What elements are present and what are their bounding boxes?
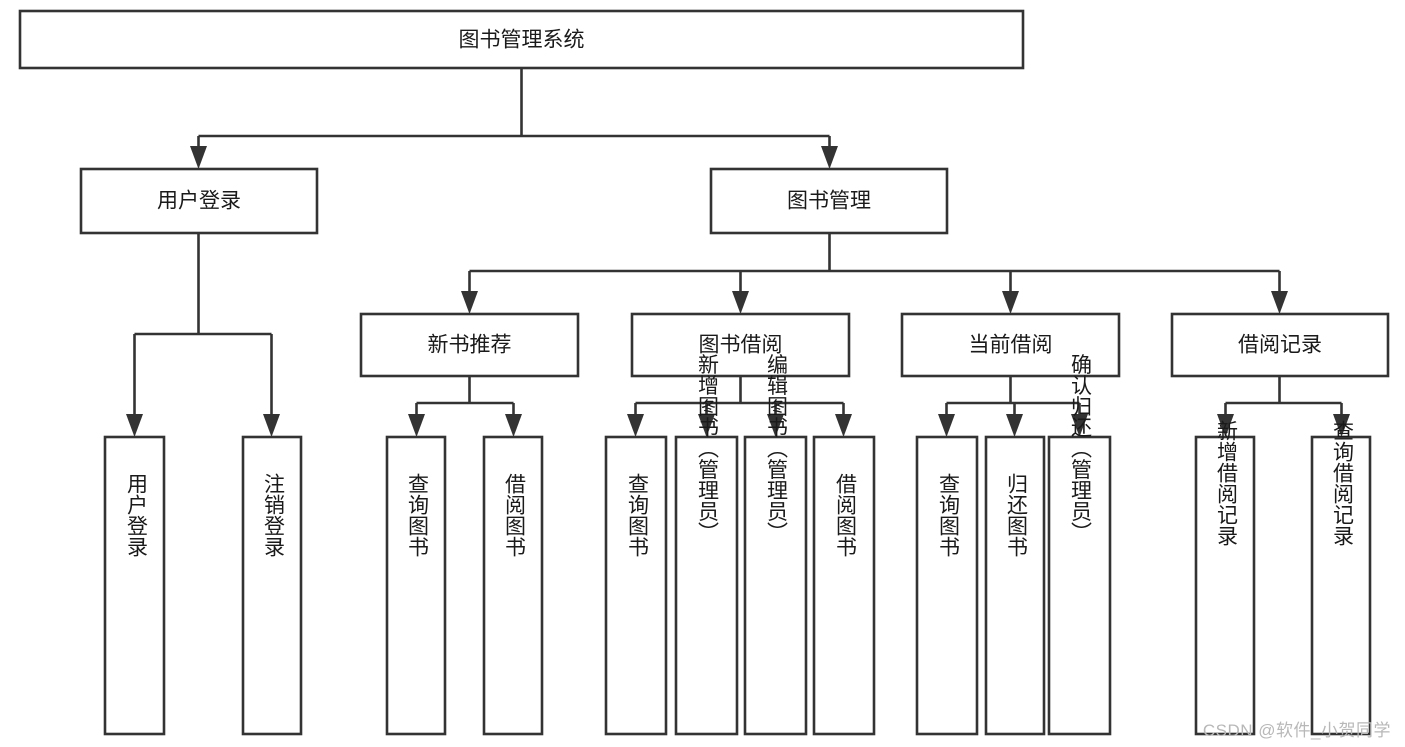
- node-leaf-query-book-recommend[interactable]: 查询图书: [385, 435, 447, 736]
- node-leaf-add-book-label: 新增图书（管理员）: [695, 354, 719, 543]
- node-book-borrow-label: 图书借阅: [699, 334, 783, 357]
- node-book-management-label: 图书管理: [787, 190, 871, 213]
- node-root-label: 图书管理系统: [459, 29, 585, 52]
- node-root[interactable]: 图书管理系统: [18, 9, 1025, 70]
- node-leaf-add-borrow-record-box[interactable]: [1194, 435, 1256, 736]
- node-leaf-query-book-recommend-label: 查询图书: [405, 473, 429, 557]
- node-leaf-confirm-return[interactable]: 确认归还（管理员）: [1047, 354, 1112, 736]
- node-leaf-add-borrow-record-label: 新增借阅记录: [1214, 420, 1238, 546]
- node-leaf-logout-box[interactable]: [241, 435, 303, 736]
- node-leaf-borrow-book-recommend-box[interactable]: [482, 435, 544, 736]
- connectors-group: [126, 68, 1350, 437]
- node-root-box[interactable]: [18, 9, 1025, 70]
- arrow-head-leaf-confirm-return: [1071, 414, 1088, 437]
- node-leaf-query-borrow-record-box[interactable]: [1310, 435, 1372, 736]
- arrow-head-leaf-borrow-book-recommend: [505, 414, 522, 437]
- node-leaf-query-book-recommend-box[interactable]: [385, 435, 447, 736]
- node-leaf-query-book-borrow-box[interactable]: [604, 435, 668, 736]
- node-book-borrow[interactable]: 图书借阅: [630, 312, 851, 378]
- node-leaf-logout-label: 注销登录: [261, 473, 285, 557]
- arrow-head-leaf-query-book-borrow: [627, 414, 644, 437]
- node-leaf-borrow-book-recommend[interactable]: 借阅图书: [482, 435, 544, 736]
- node-leaf-return-book-label: 归还图书: [1004, 473, 1028, 557]
- node-leaf-user-login-box[interactable]: [103, 435, 166, 736]
- node-leaf-user-login[interactable]: 用户登录: [103, 435, 166, 736]
- node-user-login-box[interactable]: [79, 167, 319, 235]
- node-leaf-edit-book[interactable]: 编辑图书（管理员）: [743, 354, 808, 736]
- node-leaf-query-book-borrow-label: 查询图书: [625, 473, 649, 557]
- node-leaf-add-book[interactable]: 新增图书（管理员）: [674, 354, 739, 736]
- node-leaf-add-borrow-record[interactable]: 新增借阅记录: [1194, 420, 1256, 736]
- arrow-head-leaf-query-book-recommend: [408, 414, 425, 437]
- arrow-head-leaf-query-book-current: [938, 414, 955, 437]
- node-current-borrow-label: 当前借阅: [969, 334, 1053, 357]
- node-borrow-record-label: 借阅记录: [1238, 334, 1322, 357]
- node-current-borrow-box[interactable]: [900, 312, 1121, 378]
- node-leaf-query-book-current[interactable]: 查询图书: [915, 435, 979, 736]
- node-leaf-query-book-current-box[interactable]: [915, 435, 979, 736]
- node-leaf-borrow-book-recommend-label: 借阅图书: [502, 473, 526, 557]
- arrow-head-leaf-query-borrow-record: [1333, 414, 1350, 437]
- arrow-head-leaf-user-login: [126, 414, 143, 437]
- node-current-borrow[interactable]: 当前借阅: [900, 312, 1121, 378]
- node-leaf-add-book-box[interactable]: [674, 435, 739, 736]
- node-leaf-query-borrow-record-label: 查询借阅记录: [1330, 420, 1354, 546]
- arrow-head-leaf-return-book: [1006, 414, 1023, 437]
- node-leaf-borrow-book[interactable]: 借阅图书: [812, 435, 876, 736]
- arrow-head-new-book-recommend: [461, 291, 478, 314]
- node-leaf-query-book-borrow[interactable]: 查询图书: [604, 435, 668, 736]
- node-leaf-user-login-label: 用户登录: [124, 473, 148, 557]
- node-leaf-confirm-return-label: 确认归还（管理员）: [1068, 354, 1092, 543]
- node-leaf-borrow-book-box[interactable]: [812, 435, 876, 736]
- node-borrow-record-box[interactable]: [1170, 312, 1390, 378]
- arrow-head-current-borrow: [1002, 291, 1019, 314]
- node-user-login[interactable]: 用户登录: [79, 167, 319, 235]
- node-leaf-return-book-box[interactable]: [984, 435, 1046, 736]
- arrow-head-leaf-add-borrow-record: [1217, 414, 1234, 437]
- arrow-head-borrow-record: [1271, 291, 1288, 314]
- arrow-head-book-borrow: [732, 291, 749, 314]
- node-new-book-recommend[interactable]: 新书推荐: [359, 312, 580, 378]
- node-leaf-return-book[interactable]: 归还图书: [984, 435, 1046, 736]
- arrow-head-leaf-borrow-book: [835, 414, 852, 437]
- node-book-management[interactable]: 图书管理: [709, 167, 949, 235]
- node-leaf-borrow-book-label: 借阅图书: [833, 473, 857, 557]
- node-leaf-query-book-current-label: 查询图书: [936, 473, 960, 557]
- arrow-head-leaf-add-book: [698, 414, 715, 437]
- node-new-book-recommend-box[interactable]: [359, 312, 580, 378]
- node-book-management-box[interactable]: [709, 167, 949, 235]
- node-leaf-edit-book-box[interactable]: [743, 435, 808, 736]
- node-leaf-logout[interactable]: 注销登录: [241, 435, 303, 736]
- node-user-login-label: 用户登录: [157, 190, 241, 213]
- node-book-borrow-box[interactable]: [630, 312, 851, 378]
- csdn-watermark: CSDN @软件_小贺同学: [1202, 721, 1391, 740]
- node-leaf-edit-book-label: 编辑图书（管理员）: [764, 354, 788, 543]
- node-leaf-confirm-return-box[interactable]: [1047, 435, 1112, 736]
- arrow-head-user-login: [190, 146, 207, 169]
- node-new-book-recommend-label: 新书推荐: [428, 334, 512, 357]
- node-leaf-query-borrow-record[interactable]: 查询借阅记录: [1310, 420, 1372, 736]
- arrow-head-book-management: [821, 146, 838, 169]
- arrow-head-leaf-edit-book: [767, 414, 784, 437]
- arrow-head-leaf-logout: [263, 414, 280, 437]
- node-borrow-record[interactable]: 借阅记录: [1170, 312, 1390, 378]
